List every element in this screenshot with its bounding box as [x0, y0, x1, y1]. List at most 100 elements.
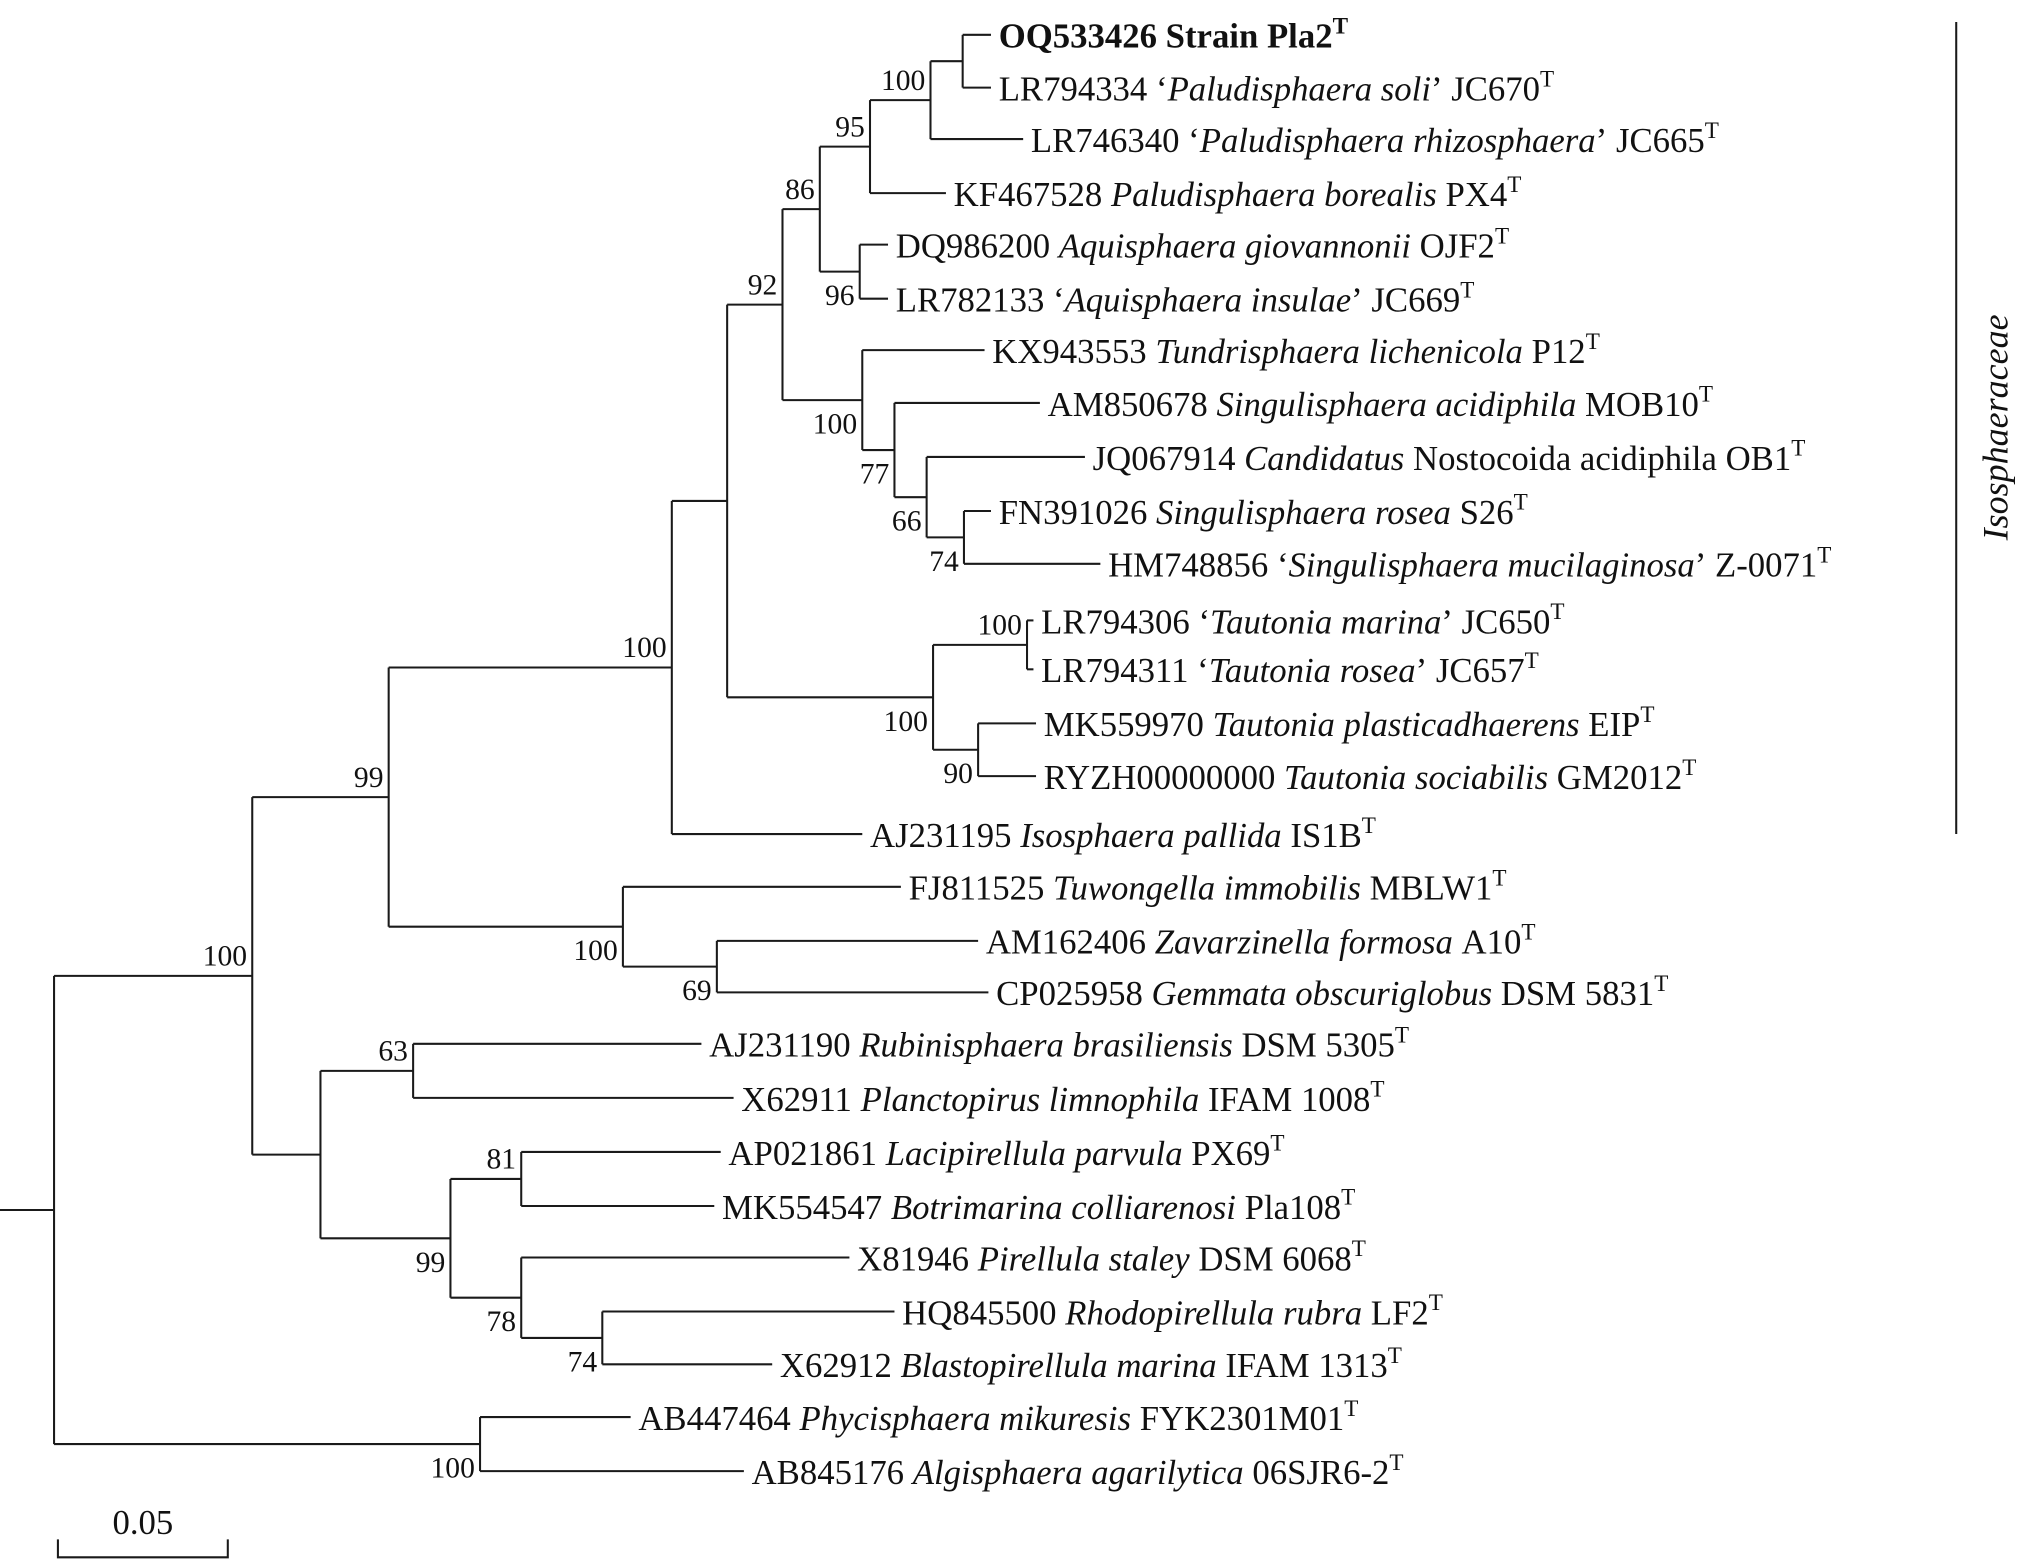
taxon-strain: JC657: [1436, 651, 1525, 690]
taxon-italic: Algisphaera agarilytica: [911, 1453, 1244, 1492]
taxon-accession: AB447464: [638, 1399, 790, 1438]
taxon-label: LR782133 ‘Aquisphaera insulae’ JC669T: [896, 277, 1475, 319]
taxon-italic: Pirellula staley: [977, 1239, 1190, 1278]
bootstrap-values: 1009596867466771009210090100100691009963…: [203, 65, 1022, 1485]
taxon-italic: Lacipirellula parvula: [885, 1134, 1183, 1173]
taxon-sup: T: [1395, 1023, 1409, 1049]
taxon-italic: Tundrisphaera lichenicola: [1155, 332, 1523, 371]
taxon-accession: AP021861: [728, 1134, 877, 1173]
taxon-italic: Rubinisphaera brasiliensis: [858, 1026, 1232, 1065]
taxon-label: AM162406 Zavarzinella formosa A10T: [986, 920, 1536, 962]
taxon-sup: T: [1352, 1236, 1366, 1262]
taxon-strain: EIP: [1588, 705, 1640, 744]
taxon-strain: Z-0071: [1715, 546, 1817, 585]
taxon-label: DQ986200 Aquisphaera giovannonii OJF2T: [896, 223, 1509, 265]
taxon-strain: DSM 5305: [1241, 1026, 1394, 1065]
taxon-sup: T: [1550, 599, 1564, 625]
taxon-label: FN391026 Singulisphaera rosea S26T: [999, 490, 1528, 532]
taxon-sup: T: [1525, 648, 1539, 674]
taxon-accession: HM748856: [1108, 546, 1268, 585]
taxon-label: AM850678 Singulisphaera acidiphila MOB10…: [1048, 382, 1713, 424]
taxon-italic: Rhodopirellula rubra: [1064, 1293, 1362, 1332]
taxon-sup: T: [1705, 118, 1719, 144]
taxon-strain: IS1B: [1290, 816, 1361, 855]
taxon-label: LR794311 ‘Tautonia rosea’ JC657T: [1041, 648, 1539, 690]
taxon-strain: DSM 5831: [1501, 974, 1654, 1013]
taxon-accession: X62912: [780, 1346, 892, 1385]
taxon-cq: ’: [1351, 281, 1363, 320]
taxon-sup: T: [1388, 1343, 1402, 1369]
taxon-sup: T: [1586, 329, 1600, 355]
taxon-label: MK559970 Tautonia plasticadhaerens EIPT: [1044, 702, 1655, 744]
taxon-accession: KX943553: [992, 332, 1146, 371]
taxon-label: AP021861 Lacipirellula parvula PX69T: [728, 1131, 1284, 1173]
taxon-strain: JC670: [1451, 69, 1540, 108]
taxon-accession: AM850678: [1048, 385, 1208, 424]
taxon-strain: IFAM 1008: [1208, 1080, 1370, 1119]
taxon-strain: P12: [1532, 332, 1586, 371]
taxon-label: AB447464 Phycisphaera mikuresis FYK2301M…: [638, 1396, 1358, 1438]
taxon-sup: T: [1460, 277, 1474, 303]
bootstrap-value: 100: [203, 941, 247, 973]
taxon-italic: Tautonia marina: [1210, 602, 1441, 641]
taxon-italic: Blastopirellula marina: [901, 1346, 1217, 1385]
taxon-sup: T: [1370, 1077, 1384, 1103]
taxon-sup: T: [1817, 542, 1831, 568]
taxon-italic: Paludisphaera borealis: [1110, 175, 1437, 214]
taxon-accession: AJ231190: [709, 1026, 851, 1065]
taxon-italic: Zavarzinella formosa: [1155, 923, 1453, 962]
bootstrap-value: 77: [860, 459, 890, 491]
taxon-strain: MOB10: [1585, 385, 1699, 424]
taxon-strain: MBLW1: [1370, 869, 1493, 908]
taxon-italic: Botrimarina colliarenosi: [891, 1188, 1236, 1227]
bootstrap-value: 86: [785, 174, 815, 206]
taxon-label: X62911 Planctopirus limnophila IFAM 1008…: [741, 1077, 1384, 1119]
taxon-accession: LR794311: [1041, 651, 1188, 690]
taxon-sup: T: [1791, 436, 1805, 462]
taxon-label: LR794306 ‘Tautonia marina’ JC650T: [1041, 599, 1564, 641]
bootstrap-value: 92: [748, 269, 778, 301]
taxon-label: KF467528 Paludisphaera borealis PX4T: [954, 172, 1522, 214]
bootstrap-value: 99: [416, 1247, 446, 1279]
taxon-sup: T: [1362, 813, 1376, 839]
taxon-sup: T: [1429, 1290, 1443, 1316]
taxon-label: OQ533426 Strain Pla2T: [999, 14, 1349, 56]
taxon-accession: CP025958: [996, 974, 1143, 1013]
taxon-italic: Singulisphaera rosea: [1156, 493, 1451, 532]
taxon-italic: Tuwongella immobilis: [1053, 869, 1361, 908]
bootstrap-value: 100: [622, 632, 666, 664]
taxon-oq: ‘: [1188, 121, 1200, 160]
taxon-accession: HQ845500: [902, 1293, 1056, 1332]
taxon-sup: T: [1341, 1185, 1355, 1211]
taxon-accession: KF467528: [954, 175, 1103, 214]
taxon-strain: PX4: [1445, 175, 1507, 214]
taxon-accession: RYZH00000000: [1044, 758, 1276, 797]
taxon-strain: Pla108: [1245, 1188, 1342, 1227]
bootstrap-value: 99: [354, 762, 384, 794]
taxon-strain: OB1: [1726, 439, 1792, 478]
taxon-oq: ‘: [1053, 281, 1065, 320]
taxon-strain: JC665: [1616, 121, 1705, 160]
scale-bar-label: 0.05: [112, 1503, 173, 1542]
taxon-cq: ’: [1596, 121, 1608, 160]
taxon-label: LR746340 ‘Paludisphaera rhizosphaera’ JC…: [1031, 118, 1719, 160]
taxon-label: LR794334 ‘Paludisphaera soli’ JC670T: [999, 66, 1554, 108]
taxon-sup: T: [1682, 755, 1696, 781]
taxon-italic: Planctopirus limnophila: [860, 1080, 1200, 1119]
bootstrap-value: 74: [568, 1346, 598, 1378]
taxon-sup: T: [1333, 14, 1349, 40]
taxon-label: JQ067914 Candidatus Nostocoida acidiphil…: [1093, 436, 1806, 478]
taxon-oq: ‘: [1156, 69, 1168, 108]
taxon-strain: A10: [1462, 923, 1522, 962]
taxon-italic: Singulisphaera mucilaginosa: [1289, 546, 1695, 585]
bootstrap-value: 74: [929, 546, 959, 578]
taxon-accession: AB845176: [752, 1453, 904, 1492]
taxon-cq: ’: [1416, 651, 1428, 690]
bootstrap-value: 100: [573, 935, 617, 967]
taxon-strain: S26: [1460, 493, 1514, 532]
taxon-labels: OQ533426 Strain Pla2T LR794334 ‘Paludisph…: [638, 14, 1831, 1492]
taxon-strain: FYK2301M01: [1140, 1399, 1345, 1438]
tree-branches: [0, 33, 1101, 1473]
bootstrap-value: 100: [813, 409, 857, 441]
